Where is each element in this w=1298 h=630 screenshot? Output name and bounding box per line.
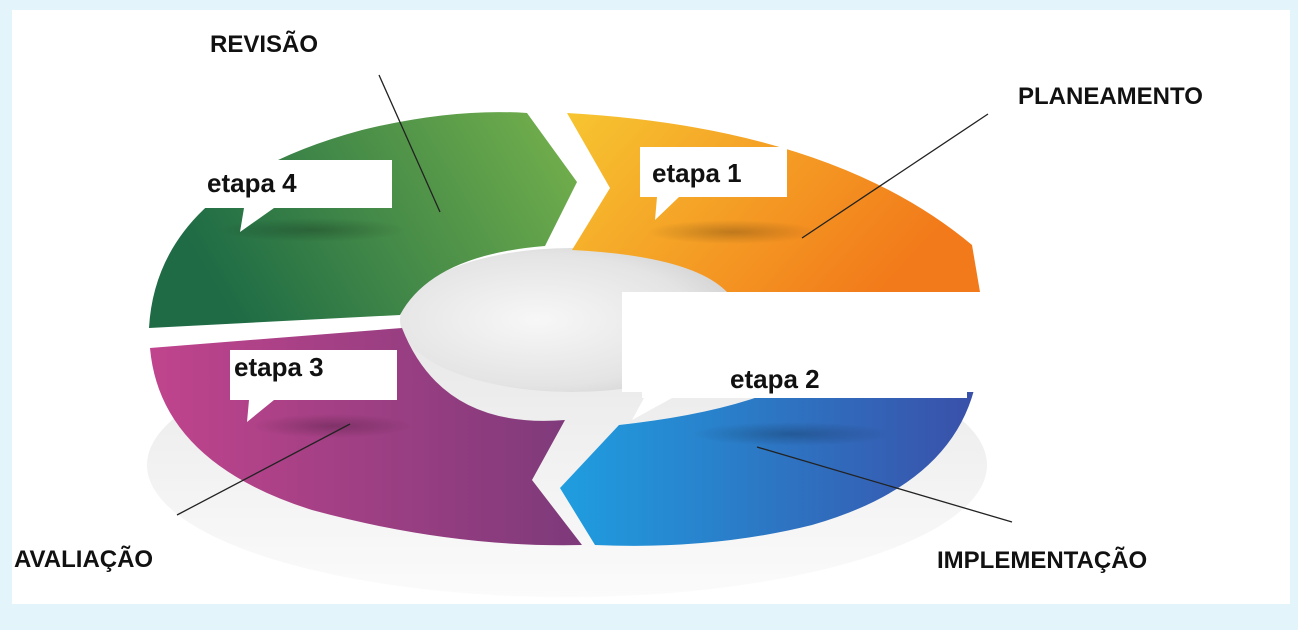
shadow-2 [692, 422, 892, 446]
shadow-1 [647, 220, 817, 244]
stage-name-implementation: IMPLEMENTAÇÃO [937, 546, 1147, 574]
leader-evaluation [176, 423, 351, 516]
stage-name-planning: PLANEAMENTO [1018, 83, 1203, 110]
edge-mask [980, 292, 1000, 330]
shadow-4 [217, 218, 407, 242]
stage-name-review: REVISÃO [210, 30, 318, 58]
bubble-step-1 [640, 147, 787, 220]
step-label-4: etapa 4 [207, 168, 297, 198]
step-label-2: etapa 2 [730, 364, 820, 394]
leader-implementation [756, 446, 1013, 523]
bubble-step-2 [632, 348, 967, 420]
leader-review [378, 74, 441, 213]
shadow-3 [252, 414, 412, 438]
stage-name-evaluation: AVALIAÇÃO [14, 545, 153, 573]
bubble-step-4 [190, 160, 392, 232]
bubble-step-3 [230, 350, 397, 422]
step-label-3: etapa 3 [234, 352, 324, 382]
leader-planning [801, 113, 989, 239]
step-label-1: etapa 1 [652, 158, 742, 188]
diagram-canvas: etapa 1 etapa 2 etapa 3 etapa 4 PLANEAME… [12, 10, 1290, 604]
cycle-diagram: etapa 1 etapa 2 etapa 3 etapa 4 PLANEAME… [14, 30, 1203, 597]
